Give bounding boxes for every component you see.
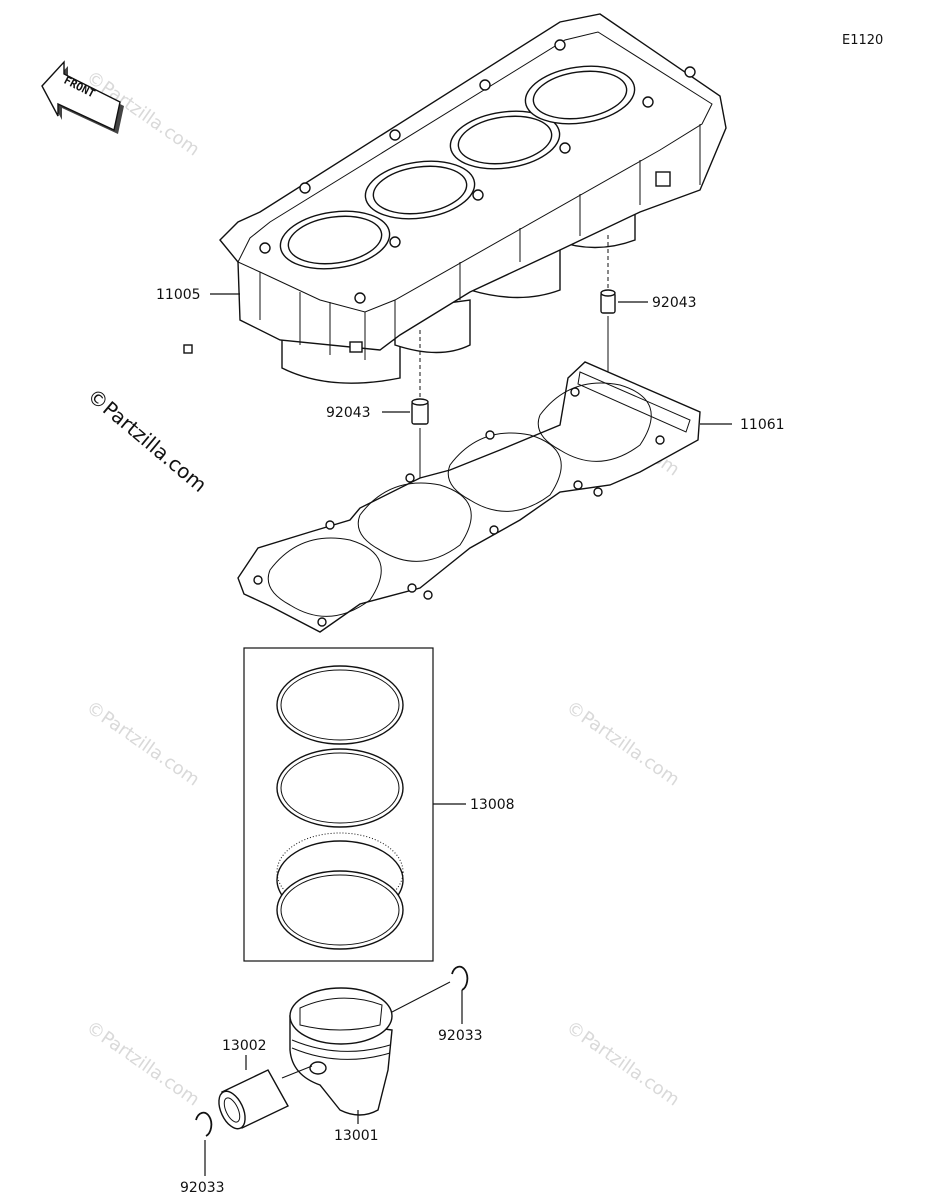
piston-pin — [218, 1065, 313, 1130]
leader-lines — [204, 293, 732, 1176]
label-pin[interactable]: 13002 — [222, 1038, 267, 1054]
diagram-code: E1120 — [842, 33, 883, 48]
watermark-5: ©Partzilla.com — [562, 697, 683, 791]
label-circlip-left[interactable]: 92033 — [180, 1180, 225, 1196]
label-piston[interactable]: 13001 — [334, 1128, 379, 1144]
label-gasket[interactable]: 11061 — [740, 417, 785, 433]
front-arrow-icon: FRONT — [41, 60, 124, 134]
circlip-right — [391, 965, 469, 1013]
label-dowel-upper[interactable]: 92043 — [652, 295, 697, 311]
label-dowel-lower[interactable]: 92043 — [326, 405, 371, 421]
watermark-4: ©Partzilla.com — [82, 697, 203, 791]
watermark-7: ©Partzilla.com — [562, 1017, 683, 1111]
cylinder-gasket — [237, 361, 701, 633]
circlip-left — [195, 1111, 213, 1137]
cylinder-block — [183, 13, 727, 384]
label-ring-set[interactable]: 13008 — [470, 797, 515, 813]
piston-ring-set — [243, 647, 434, 962]
label-cylinder[interactable]: 11005 — [156, 287, 201, 303]
copyright-text: ©Partzilla.com — [83, 383, 212, 497]
dowel-pin-lower — [411, 398, 429, 425]
watermark-6: ©Partzilla.com — [82, 1017, 203, 1111]
label-circlip-right[interactable]: 92033 — [438, 1028, 483, 1044]
piston — [289, 987, 393, 1116]
dowel-pin-upper — [600, 289, 616, 314]
